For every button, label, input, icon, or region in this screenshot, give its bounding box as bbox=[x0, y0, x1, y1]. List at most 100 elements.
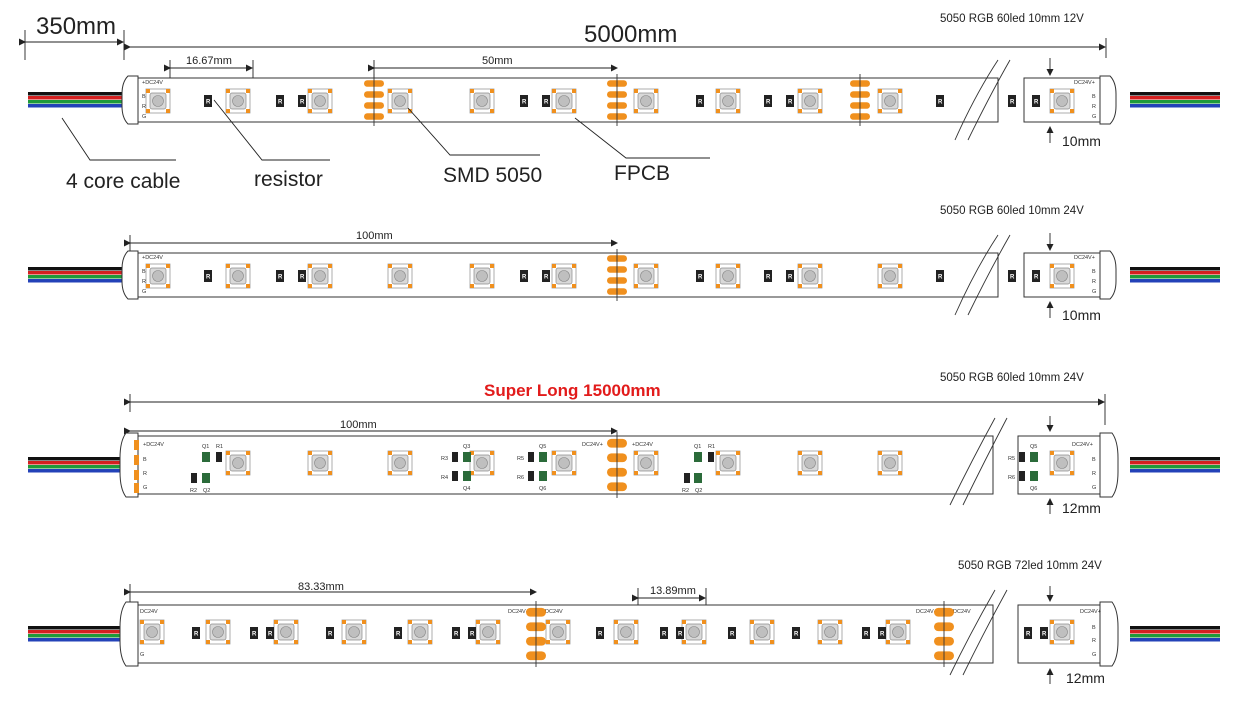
strip-4-spec: 5050 RGB 72led 10mm 24V bbox=[958, 560, 1102, 572]
pcb-label: DC24V+ bbox=[916, 609, 937, 615]
smd5050-led bbox=[225, 263, 251, 289]
pcb-label: +DC24V bbox=[632, 442, 653, 448]
pcb-label: +DC24V bbox=[142, 80, 163, 86]
cable-left bbox=[28, 457, 128, 473]
svg-text:R: R bbox=[1034, 275, 1039, 281]
svg-text:R: R bbox=[396, 632, 401, 638]
resistor: R bbox=[936, 270, 944, 282]
svg-text:R: R bbox=[454, 632, 459, 638]
strip-3: +DC24V B R G DC24V+ B R G bbox=[28, 416, 1220, 516]
component-label: Q5 bbox=[1030, 444, 1037, 450]
svg-text:R: R bbox=[1010, 100, 1015, 106]
svg-text:R: R bbox=[698, 275, 703, 281]
smd5050-led bbox=[387, 88, 413, 114]
end-pad bbox=[134, 440, 139, 450]
svg-text:R: R bbox=[662, 632, 667, 638]
resistor: R bbox=[1008, 270, 1016, 282]
resistor: R bbox=[250, 627, 258, 639]
led-group bbox=[145, 88, 1075, 114]
svg-text:R: R bbox=[544, 275, 549, 281]
smd5050-led bbox=[1049, 88, 1075, 114]
svg-text:R: R bbox=[938, 100, 943, 106]
component-label: R1 bbox=[216, 444, 223, 450]
pcb-label: G bbox=[1092, 114, 1096, 120]
smd5050-led bbox=[551, 88, 577, 114]
pcb-label: G bbox=[140, 652, 144, 658]
svg-text:R: R bbox=[300, 275, 305, 281]
pcb-label: DC24V+ bbox=[582, 442, 603, 448]
component-label: R1 bbox=[708, 444, 715, 450]
component-label: Q3 bbox=[463, 444, 470, 450]
pcb-label: B bbox=[1092, 94, 1096, 100]
smd5050-led bbox=[145, 263, 171, 289]
strip-3-segment: 100mm bbox=[340, 419, 377, 431]
strip-3-title: Super Long 15000mm bbox=[484, 381, 661, 400]
pcb-label: R bbox=[1092, 638, 1096, 644]
svg-text:R: R bbox=[1034, 100, 1039, 106]
break-line bbox=[949, 589, 996, 676]
smd5050-led bbox=[797, 88, 823, 114]
strip-4-pitch: 13.89mm bbox=[650, 585, 696, 597]
led-group bbox=[145, 263, 1075, 289]
resistor: R bbox=[1040, 627, 1048, 639]
pcb-label: DC24V bbox=[545, 609, 563, 615]
end-pad bbox=[134, 483, 139, 493]
component-label: R2 bbox=[190, 488, 197, 494]
smd5050-led bbox=[307, 88, 333, 114]
component-label: R2 bbox=[682, 488, 689, 494]
resistor: R bbox=[1032, 95, 1040, 107]
smd5050-led bbox=[633, 450, 659, 476]
cut-point bbox=[607, 432, 627, 498]
cable-right bbox=[1130, 92, 1220, 108]
cut-point bbox=[850, 74, 870, 126]
smd5050-led bbox=[1049, 263, 1075, 289]
pcb-label: R bbox=[1092, 471, 1096, 477]
resistor: R bbox=[878, 627, 886, 639]
svg-text:R: R bbox=[766, 275, 771, 281]
svg-text:R: R bbox=[1026, 632, 1031, 638]
smd5050-led bbox=[307, 263, 333, 289]
smd5050-led bbox=[407, 619, 433, 645]
strip-2-width: 10mm bbox=[1062, 307, 1101, 323]
cable-right bbox=[1130, 267, 1220, 283]
cut-spacing-label: 50mm bbox=[482, 55, 513, 67]
smd5050-led bbox=[551, 450, 577, 476]
resistor: R bbox=[728, 627, 736, 639]
right-end-cap bbox=[1099, 250, 1117, 300]
resistor: R bbox=[1032, 270, 1040, 282]
resistor: R bbox=[696, 270, 704, 282]
smd5050-led bbox=[469, 88, 495, 114]
break-line bbox=[962, 417, 1008, 506]
smd-callout: SMD 5050 bbox=[443, 164, 542, 187]
svg-text:R: R bbox=[252, 632, 257, 638]
smd5050-led bbox=[885, 619, 911, 645]
break-line bbox=[967, 59, 1011, 141]
cut-point bbox=[607, 249, 627, 301]
component-label: Q2 bbox=[695, 488, 702, 494]
component-label: Q5 bbox=[539, 444, 546, 450]
resistor: R bbox=[1008, 95, 1016, 107]
cable-callout-line bbox=[61, 117, 176, 161]
component-label: Q6 bbox=[1030, 486, 1037, 492]
svg-text:R: R bbox=[938, 275, 943, 281]
left-end-cap bbox=[119, 432, 139, 498]
svg-text:R: R bbox=[206, 100, 211, 106]
right-end-cap bbox=[1099, 432, 1119, 498]
pcb-label: DC24V+ bbox=[1074, 255, 1095, 261]
cut-point bbox=[526, 601, 546, 667]
smd5050-led bbox=[715, 263, 741, 289]
cable-left bbox=[28, 626, 128, 642]
component-label: R5 bbox=[1008, 456, 1015, 462]
resistor: R bbox=[276, 95, 284, 107]
smd5050-led bbox=[1049, 450, 1075, 476]
pcb-label: DC24V+ bbox=[1080, 609, 1101, 615]
break-line bbox=[967, 234, 1011, 316]
smd5050-led bbox=[613, 619, 639, 645]
svg-text:R: R bbox=[794, 632, 799, 638]
svg-text:R: R bbox=[698, 100, 703, 106]
resistor: R bbox=[276, 270, 284, 282]
